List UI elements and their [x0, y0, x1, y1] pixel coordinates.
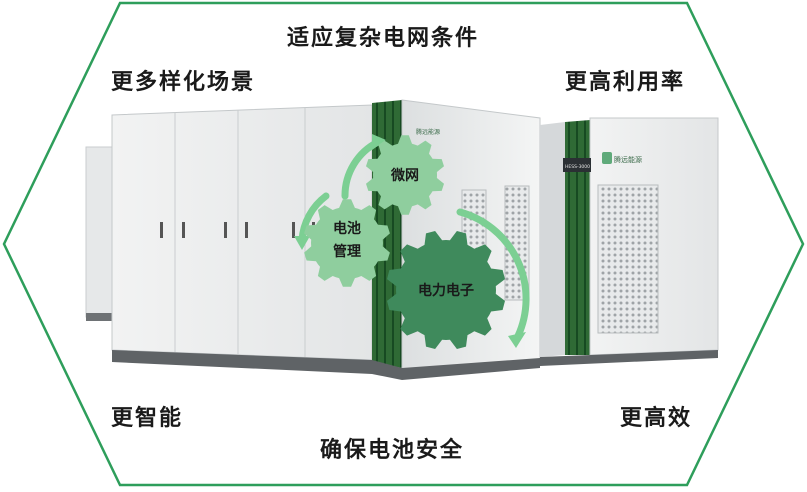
- gear-micro-shape: [366, 135, 444, 215]
- label-diverse-scenarios: 更多样化场景: [111, 70, 256, 95]
- arrow-top-head: [372, 134, 386, 150]
- gear-label-microgrid: 微网: [390, 167, 419, 184]
- brand-label-right: 腾远能源: [614, 155, 642, 164]
- arrow-left: [298, 192, 330, 244]
- gear-battery-management: [304, 199, 390, 287]
- arrow-left-head: [294, 236, 310, 250]
- gear-power-shape: [387, 231, 505, 349]
- arrow-right: [456, 208, 530, 340]
- gear-batt-shape: [304, 199, 390, 287]
- gear-label-battery-line2: 管理: [333, 243, 361, 260]
- arrow-top: [341, 138, 382, 200]
- label-higher-utilization: 更高利用率: [565, 70, 686, 95]
- brand-logo-right: [602, 152, 612, 164]
- label-smarter: 更智能: [111, 406, 184, 431]
- gear-power-electronics: [387, 231, 505, 349]
- model-tag: HESS-3000: [565, 164, 590, 170]
- gear-microgrid: [366, 135, 444, 215]
- gear-label-battery-line1: 电池: [333, 220, 361, 237]
- gear-label-power-electronics: 电力电子: [418, 282, 474, 299]
- right-cabinet: [540, 117, 719, 366]
- label-grid-conditions: 适应复杂电网条件: [287, 26, 480, 51]
- label-more-efficient: 更高效: [620, 406, 693, 431]
- arrow-right-head: [508, 332, 526, 348]
- brand-label-left: 腾远能源: [416, 128, 440, 136]
- label-battery-safety: 确保电池安全: [320, 438, 465, 463]
